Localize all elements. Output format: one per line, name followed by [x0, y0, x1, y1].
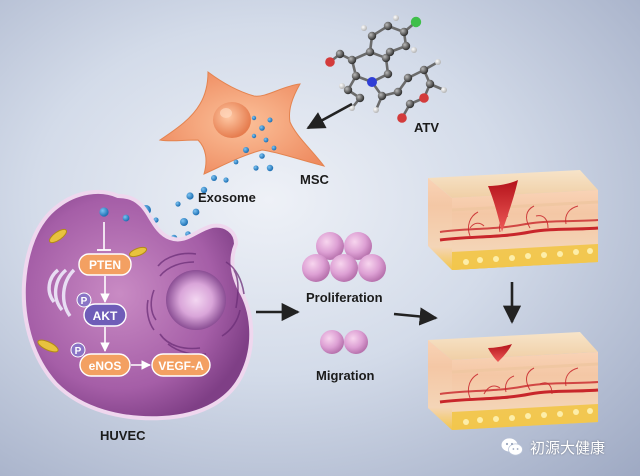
msc-label: MSC [300, 172, 330, 187]
phospho-label-enos: P [75, 346, 82, 357]
proliferation-cells [302, 232, 386, 282]
pten-label: PTEN [89, 258, 121, 272]
proliferation-label: Proliferation [306, 290, 383, 305]
skin-block-healed [428, 332, 598, 430]
msc-cell [160, 72, 324, 174]
arrow-outcome-to-skin [394, 314, 436, 318]
watermark: 初源大健康 [500, 432, 632, 462]
skin-block-wounded [428, 170, 598, 270]
huvec-cell [24, 192, 251, 418]
phospho-label-akt: P [81, 296, 88, 307]
enos-label: eNOS [89, 359, 122, 373]
atv-molecule [325, 15, 447, 123]
huvec-nucleus [166, 270, 226, 330]
atv-label: ATV [414, 120, 439, 135]
migration-label: Migration [316, 368, 375, 383]
akt-label: AKT [93, 309, 118, 323]
arrow-atv-to-msc [308, 104, 352, 128]
vegfa-label: VEGF-A [158, 359, 204, 373]
huvec-label: HUVEC [100, 428, 146, 443]
migration-cells [320, 330, 368, 354]
watermark-text: 初源大健康 [530, 437, 605, 458]
exosome-label: Exosome [198, 190, 256, 205]
wechat-icon [500, 435, 524, 459]
